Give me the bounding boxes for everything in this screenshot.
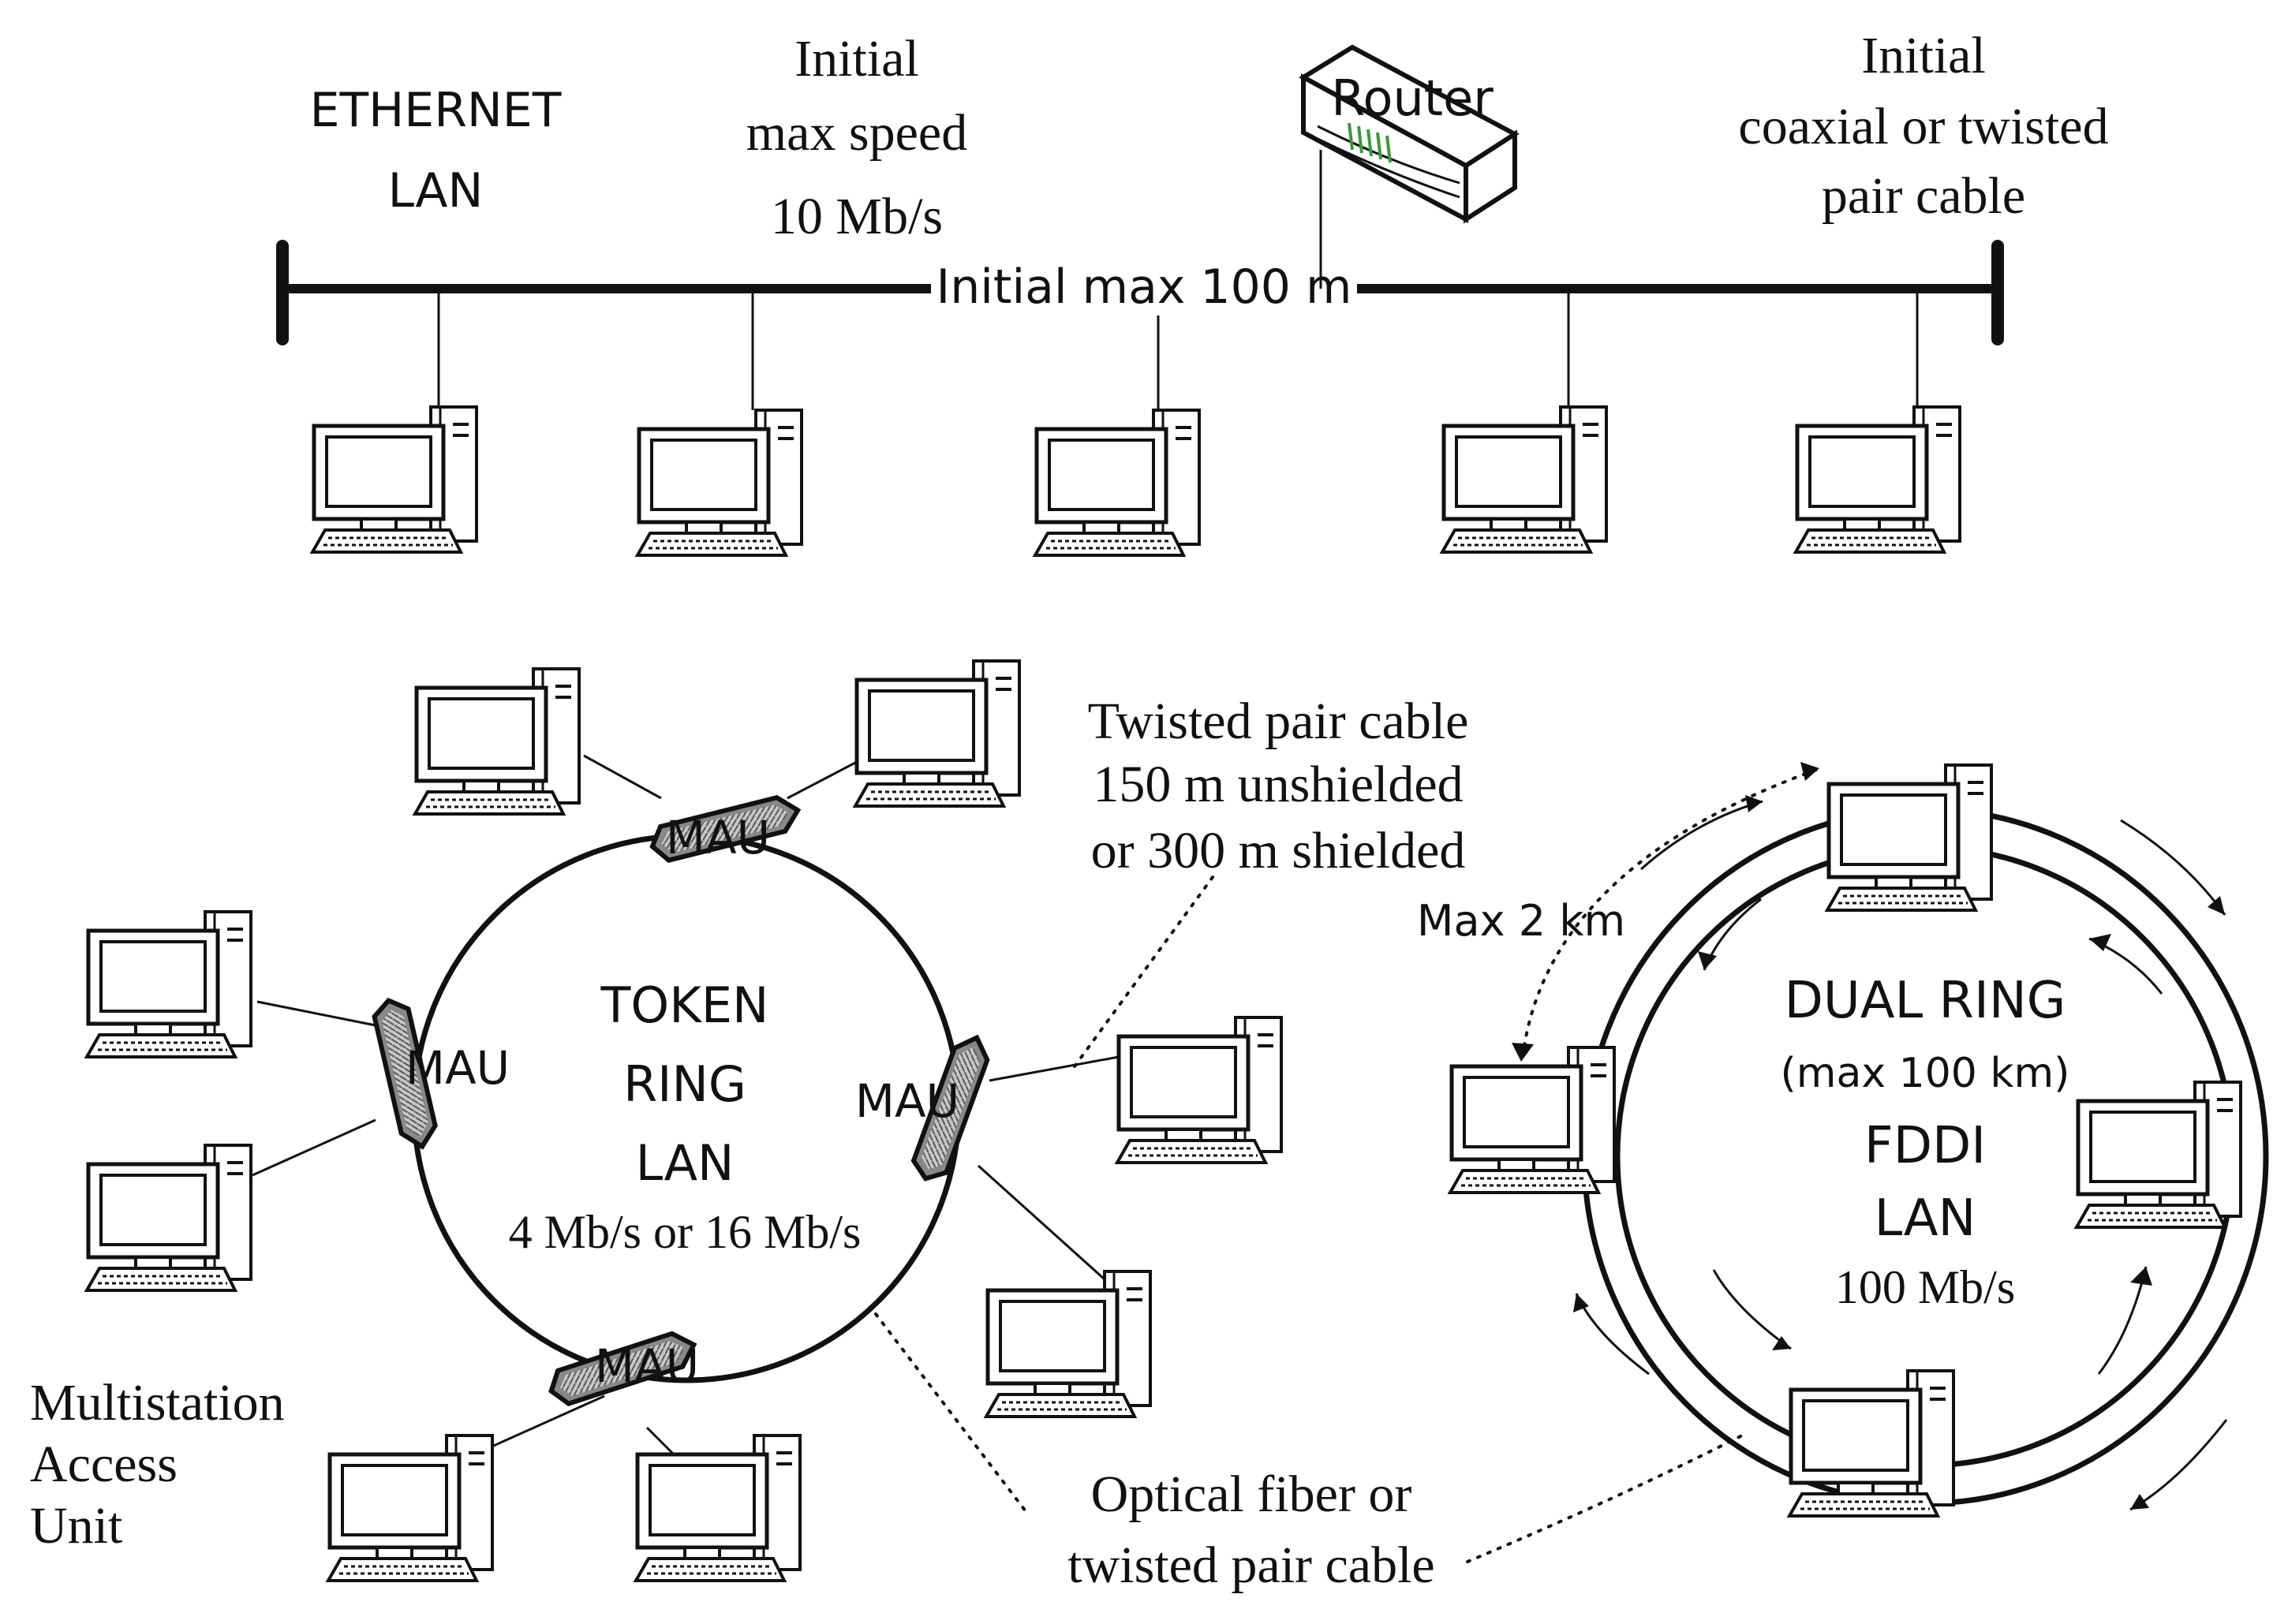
fddi-name-line1: DUAL RING <box>1785 972 2066 1030</box>
ethernet-speed-line3: 10 Mb/s <box>771 188 943 245</box>
ethernet-speed-line2: max speed <box>746 104 967 162</box>
token-ring-computer-bottom-left <box>328 1435 492 1581</box>
router-leds <box>1348 122 1392 163</box>
token-ring-computer-right-upper <box>1117 1017 1281 1163</box>
token-ring-cable-line2: 150 m unshielded <box>1093 756 1463 813</box>
fddi-computer-right <box>2077 1082 2241 1227</box>
token-ring-computer-top-right <box>855 661 1019 806</box>
token-ring-speed: 4 Mb/s or 16 Mb/s <box>509 1206 862 1258</box>
ethernet-computer-2 <box>637 410 802 555</box>
mau-legend-line3: Unit <box>30 1497 122 1555</box>
token-ring-computer-left-upper <box>87 912 251 1057</box>
mau-left-label: MAU <box>406 1041 510 1095</box>
router-label: Router <box>1331 69 1494 127</box>
fddi-distance-arrow <box>1521 768 1818 1058</box>
token-ring-section: MAU MAU MAU MAU TOKEN RING LAN 4 Mb/s or… <box>30 661 1468 1581</box>
fiber-label-line2: twisted pair cable <box>1067 1536 1434 1594</box>
ethernet-cable-line3: pair cable <box>1822 167 2025 225</box>
fddi-computer-left <box>1450 1047 1614 1193</box>
fddi-section: Max 2 km DUAL RING (max 100 km) FDDI LAN… <box>1417 762 2269 1563</box>
ethernet-computer-5 <box>1796 407 1960 552</box>
token-ring-computer-bottom-right <box>636 1435 800 1581</box>
token-ring-name-line3: LAN <box>636 1134 735 1192</box>
fddi-name-line2: FDDI <box>1864 1117 1986 1175</box>
fddi-range-label: (max 100 km) <box>1781 1050 2070 1097</box>
token-ring-cable-line1: Twisted pair cable <box>1088 693 1469 750</box>
fiber-leader-left <box>874 1312 1027 1513</box>
token-ring-name-line2: RING <box>623 1055 746 1113</box>
mau-top-label: MAU <box>666 811 770 864</box>
ethernet-cable-line2: coaxial or twisted <box>1738 98 2108 155</box>
token-ring-name-line1: TOKEN <box>600 976 769 1034</box>
token-ring-computer-left-lower <box>87 1145 251 1290</box>
mau-legend-line1: Multistation <box>30 1374 285 1432</box>
mau-bottom-label: MAU <box>595 1339 699 1393</box>
fiber-label-line1: Optical fiber or <box>1091 1465 1412 1523</box>
fddi-computer-bottom <box>1789 1371 1953 1516</box>
token-ring-computer-top-left <box>415 669 579 814</box>
fddi-name-line3: LAN <box>1875 1189 1976 1248</box>
ethernet-computer-4 <box>1442 407 1606 552</box>
ethernet-distance-label: Initial max 100 m <box>937 259 1352 315</box>
mau-legend-line2: Access <box>30 1435 178 1493</box>
fddi-speed: 100 Mb/s <box>1835 1261 2015 1313</box>
ethernet-computer-1 <box>312 407 477 552</box>
ethernet-computer-3 <box>1035 410 1199 555</box>
fddi-distance-label: Max 2 km <box>1417 896 1625 946</box>
twisted-pair-leader <box>1073 872 1217 1068</box>
fddi-inner-arrowheads <box>1698 934 2152 1350</box>
router-icon <box>1299 44 1520 224</box>
ethernet-cable-line1: Initial <box>1861 27 1986 84</box>
token-ring-cable-line3: or 300 m shielded <box>1091 822 1466 879</box>
token-ring-computer-right-lower <box>986 1271 1150 1417</box>
ethernet-speed-line1: Initial <box>794 30 919 88</box>
ethernet-lan-section: Router ETHERNET LAN Initial max speed 10… <box>276 27 2109 555</box>
ethernet-title-line2: LAN <box>388 163 484 218</box>
mau-right-label: MAU <box>855 1074 959 1128</box>
fiber-leader-right <box>1466 1434 1744 1563</box>
fddi-outer-arrowheads <box>1573 795 2225 1510</box>
fddi-computer-top <box>1827 765 1991 910</box>
ethernet-title-line1: ETHERNET <box>310 83 562 138</box>
